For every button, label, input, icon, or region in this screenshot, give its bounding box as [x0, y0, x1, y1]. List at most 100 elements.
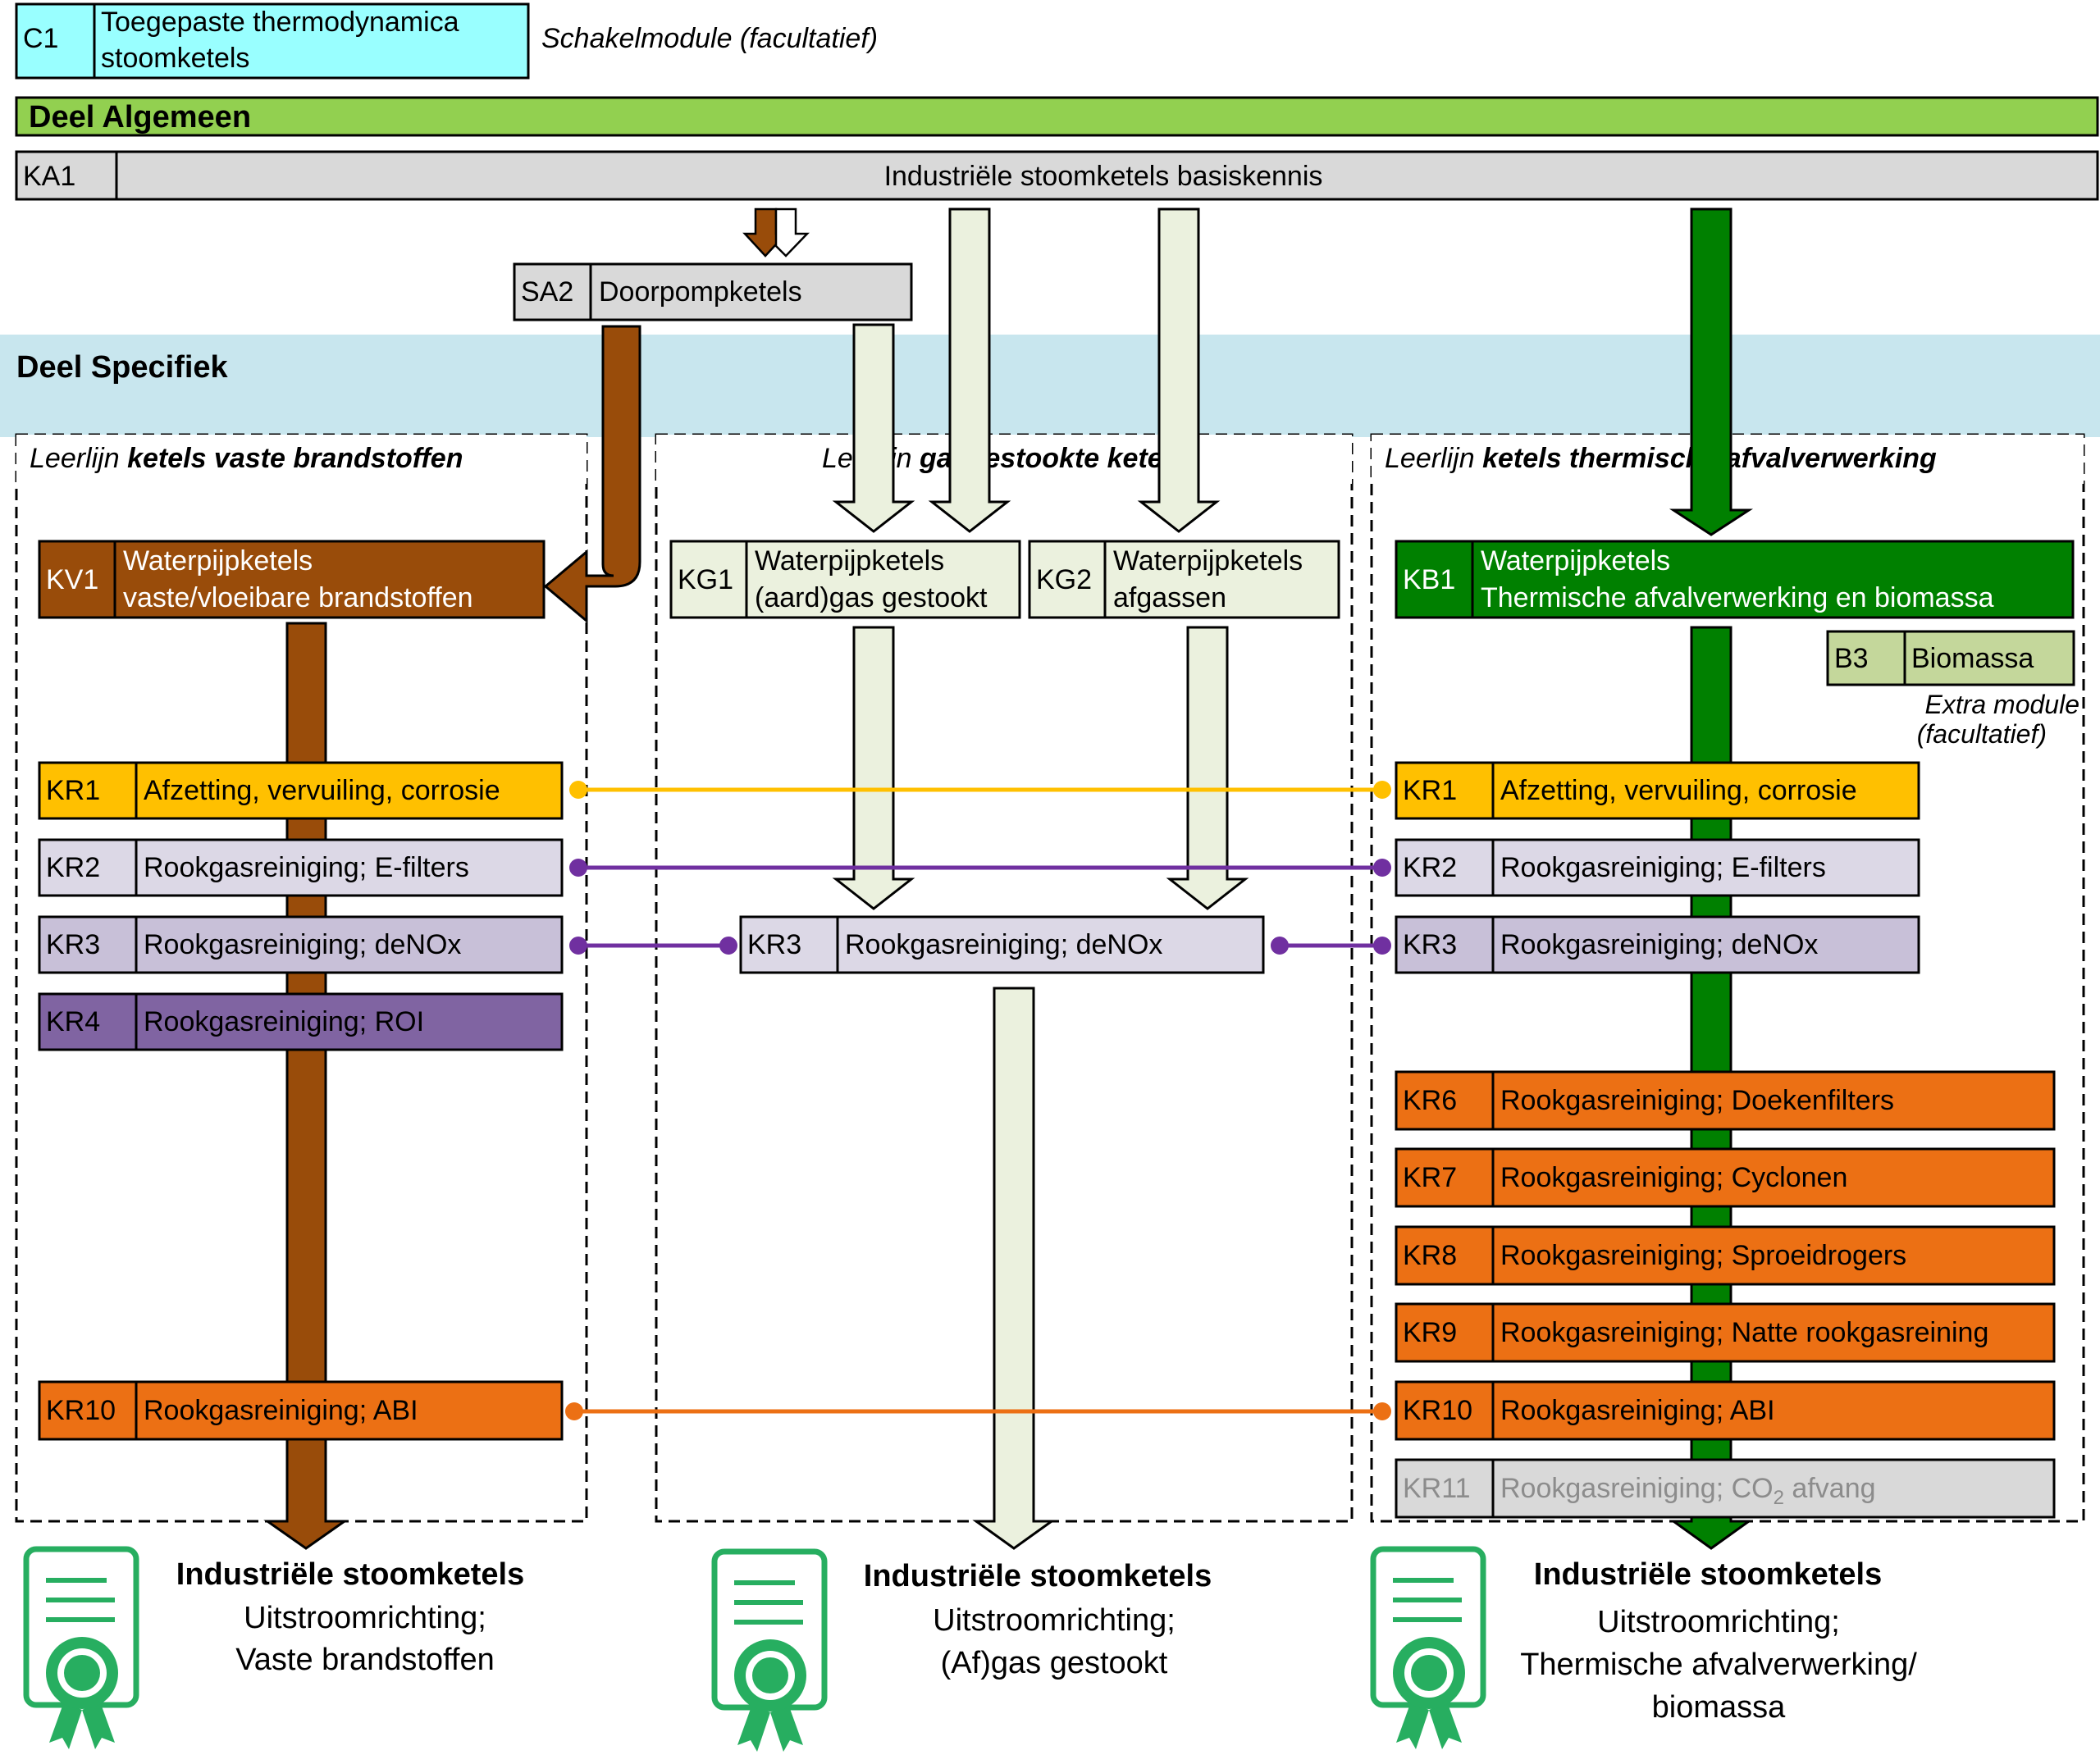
right-kr8-title: Rookgasreiniging; Sproeidrogers: [1500, 1240, 1906, 1271]
module-kg1-line2: (aard)gas gestookt: [755, 582, 988, 613]
lane-solid-header-bg: [16, 435, 587, 484]
module-ka1-title: Industriële stoomketels basiskennis: [884, 161, 1323, 192]
module-kv1-line1: Waterpijpketels: [123, 545, 313, 577]
certificate-waste-line1: Uitstroomrichting;: [1597, 1605, 1840, 1639]
module-sa2: SA2 Doorpompketels: [513, 262, 913, 321]
arrow-kg1-to-kr3: [832, 626, 915, 910]
certificate-gas-line1: Uitstroomrichting;: [933, 1603, 1176, 1638]
module-kg2-line1: Waterpijpketels: [1113, 545, 1303, 577]
right-kr9-title: Rookgasreiniging; Natte rookgasreining: [1500, 1317, 1988, 1348]
left-kr3-title: Rookgasreiniging; deNOx: [144, 929, 461, 960]
certificate-icon: [23, 1546, 139, 1749]
right-kr1-code: KR1: [1403, 775, 1457, 806]
module-ka1-code: KA1: [23, 161, 75, 192]
left-kr4-code: KR4: [46, 1006, 100, 1037]
right-kr9-code: KR9: [1403, 1317, 1457, 1348]
module-c1-title-line2: stoomketels: [101, 43, 249, 74]
module-kg1: KG1 Waterpijpketels (aard)gas gestookt: [669, 540, 1021, 619]
right-kr11-code: KR11: [1403, 1473, 1471, 1504]
module-ka1: KA1 Industriële stoomketels basiskennis: [15, 150, 2099, 201]
certificate-solid-title: Industriële stoomketels: [176, 1557, 524, 1592]
lane-solid-title: ketels vaste brandstoffen: [127, 443, 463, 474]
module-kb1: KB1 Waterpijpketels Thermische afvalverw…: [1395, 540, 2075, 619]
right-kr10-title: Rookgasreiniging; ABI: [1500, 1395, 1775, 1426]
specific-header-label: Deel Specifiek: [16, 350, 229, 385]
arrow-ka1-to-kg2: [1137, 207, 1221, 533]
mid-kr3-code: KR3: [747, 929, 801, 960]
module-right-kr2: KR2 Rookgasreiniging; E-filters: [1395, 838, 1920, 897]
module-b3-note1: Extra module: [1924, 690, 2079, 719]
module-kg2-code: KG2: [1036, 564, 1092, 595]
module-kv1-code: KV1: [46, 564, 98, 595]
module-b3-note2: (facultatief): [1917, 719, 2047, 749]
lane-waste-header: Leerlijn ketels thermische afvalverwerki…: [1385, 443, 1937, 474]
lane-gas-header-bg: [656, 435, 1352, 484]
module-right-kr11: KR11 Rookgasreiniging; CO2 afvang: [1395, 1458, 2056, 1519]
right-kr2-code: KR2: [1403, 852, 1457, 883]
module-mid-kr3: KR3 Rookgasreiniging; deNOx: [739, 915, 1265, 974]
arrow-kg2-to-kr3: [1166, 626, 1249, 910]
module-b3-code: B3: [1834, 643, 1869, 674]
module-right-kr6: KR6 Rookgasreiniging; Doekenfilters: [1395, 1070, 2056, 1131]
certificate-icon: [711, 1548, 828, 1752]
certificate-waste-line3: biomassa: [1652, 1690, 1786, 1725]
right-kr6-code: KR6: [1403, 1085, 1457, 1116]
lane-waste-prefix: Leerlijn: [1385, 443, 1482, 474]
left-kr2-title: Rookgasreiniging; E-filters: [144, 852, 469, 883]
module-left-kr3: KR3 Rookgasreiniging; deNOx: [38, 915, 564, 974]
lane-solid-header: Leerlijn ketels vaste brandstoffen: [30, 443, 463, 474]
left-kr2-code: KR2: [46, 852, 100, 883]
connector-kr2: [569, 859, 1391, 877]
module-right-kr9: KR9 Rookgasreiniging; Natte rookgasreini…: [1395, 1302, 2056, 1363]
module-kg1-code: KG1: [678, 564, 733, 595]
certificate-waste-title: Industriële stoomketels: [1534, 1557, 1882, 1592]
connector-kr3: [569, 937, 1391, 955]
left-kr10-code: KR10: [46, 1395, 116, 1426]
module-b3-title: Biomassa: [1911, 643, 2034, 674]
module-sa2-title: Doorpompketels: [599, 276, 802, 308]
module-kg2-line2: afgassen: [1113, 582, 1226, 613]
module-right-kr8: KR8 Rookgasreiniging; Sproeidrogers: [1395, 1225, 2056, 1286]
general-header-label: Deel Algemeen: [29, 100, 251, 134]
module-kv1-line2: vaste/vloeibare brandstoffen: [123, 582, 473, 613]
right-kr3-code: KR3: [1403, 929, 1457, 960]
arrow-gas-to-certificate: [972, 987, 1056, 1550]
certificate-icon: [1370, 1546, 1486, 1749]
module-kg1-line1: Waterpijpketels: [755, 545, 944, 577]
right-kr1-title: Afzetting, vervuiling, corrosie: [1500, 775, 1857, 806]
right-kr10-code: KR10: [1403, 1395, 1472, 1426]
module-c1-code: C1: [23, 23, 58, 54]
right-kr11-title-sub: 2: [1774, 1487, 1784, 1509]
arrow-ka1-to-kb1: [1669, 207, 1754, 536]
mid-kr3-title: Rookgasreiniging; deNOx: [845, 929, 1162, 960]
module-left-kr2: KR2 Rookgasreiniging; E-filters: [38, 838, 564, 897]
module-c1-note: Schakelmodule (facultatief): [541, 23, 878, 54]
arrow-ka1-to-kg1: [928, 207, 1011, 533]
module-left-kr1: KR1 Afzetting, vervuiling, corrosie: [38, 761, 564, 820]
module-kb1-line2: Thermische afvalverwerking en biomassa: [1481, 582, 1994, 613]
certificate-gas-line2: (Af)gas gestookt: [941, 1646, 1168, 1680]
arrow-ka1-to-sa2: [742, 207, 810, 258]
right-kr6-title: Rookgasreiniging; Doekenfilters: [1500, 1085, 1894, 1116]
right-kr2-title: Rookgasreiniging; E-filters: [1500, 852, 1826, 883]
module-kb1-code: KB1: [1403, 564, 1455, 595]
module-right-kr10: KR10 Rookgasreiniging; ABI: [1395, 1380, 2056, 1441]
certificate-solid-line1: Uitstroomrichting;: [244, 1601, 486, 1635]
right-kr11-title-suffix: afvang: [1784, 1473, 1876, 1504]
left-kr1-title: Afzetting, vervuiling, corrosie: [144, 775, 500, 806]
certificate-waste-line2: Thermische afvalverwerking/: [1520, 1648, 1917, 1682]
left-kr10-title: Rookgasreiniging; ABI: [144, 1395, 418, 1426]
module-b3: B3 Biomassa: [1826, 630, 2075, 686]
module-left-kr10: KR10 Rookgasreiniging; ABI: [38, 1380, 564, 1441]
module-right-kr7: KR7 Rookgasreiniging; Cyclonen: [1395, 1147, 2056, 1208]
arrow-sa2-to-kv1: [543, 325, 641, 624]
module-c1-title-line1: Toegepaste thermodynamica: [101, 7, 459, 38]
right-kr11-title: Rookgasreiniging; CO2 afvang: [1500, 1473, 1876, 1509]
lane-solid-prefix: Leerlijn: [30, 443, 127, 474]
module-kb1-line1: Waterpijpketels: [1481, 545, 1670, 577]
module-left-kr4: KR4 Rookgasreiniging; ROI: [38, 992, 564, 1051]
module-kv1: KV1 Waterpijpketels vaste/vloeibare bran…: [38, 540, 546, 619]
right-kr8-code: KR8: [1403, 1240, 1457, 1271]
general-header-bar: [15, 96, 2099, 137]
module-c1: C1 Toegepaste thermodynamica stoomketels: [15, 2, 530, 80]
